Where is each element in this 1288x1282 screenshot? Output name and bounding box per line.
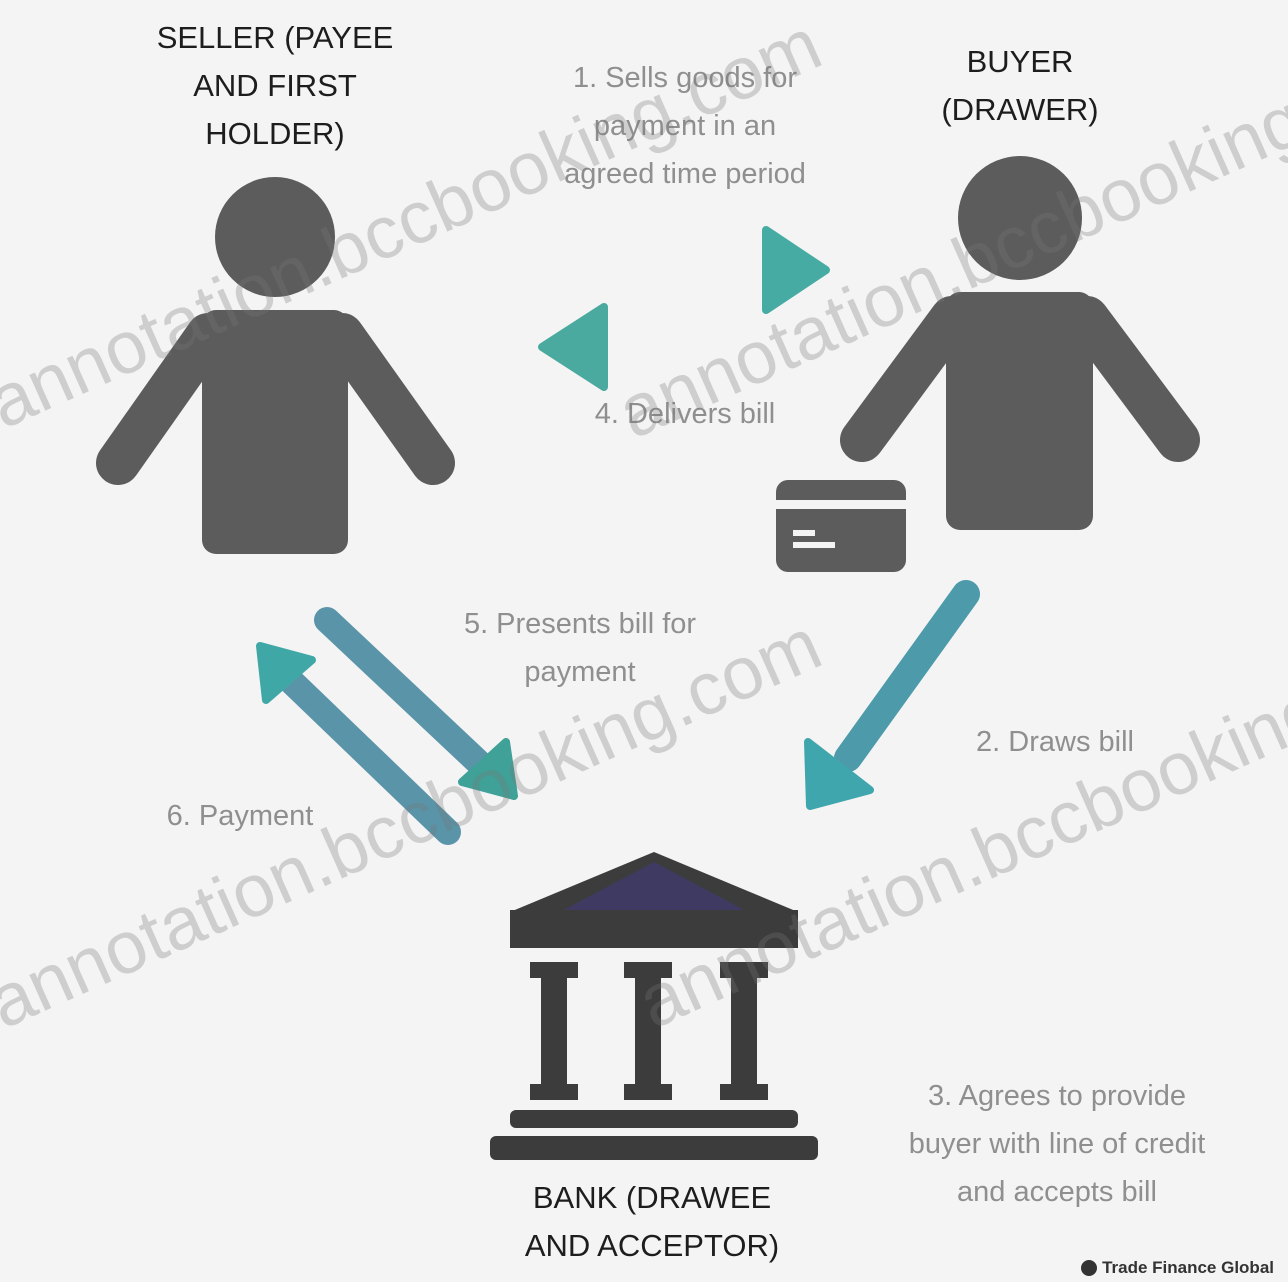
step4-label: 4. Delivers bill: [594, 398, 776, 430]
arrow-presents-bill: [314, 607, 518, 800]
step1-label: 1. Sells goods for payment in an agreed …: [564, 62, 806, 190]
buyer-label: BUYER (DRAWER): [941, 44, 1099, 127]
bank-icon: [490, 852, 818, 1160]
arrow-delivers-bill: [538, 303, 835, 391]
brand-name: Trade Finance Global: [1102, 1258, 1274, 1277]
bill-icon: [776, 480, 906, 572]
step3-label: 3. Agrees to provide buyer with line of …: [908, 1080, 1206, 1208]
arrow-draws-bill: [804, 580, 980, 810]
bank-label: BANK (DRAWEE AND ACCEPTOR): [524, 1180, 780, 1263]
seller-person-icon: [96, 177, 455, 554]
arrow-sells-goods: [535, 226, 830, 314]
arrow-payment: [256, 642, 461, 845]
step6-label: 6. Payment: [166, 800, 314, 832]
brand-logo: Trade Finance Global: [1081, 1258, 1274, 1278]
buyer-person-icon: [840, 156, 1200, 530]
step2-label: 2. Draws bill: [976, 726, 1134, 758]
seller-label: SELLER (PAYEE AND FIRST HOLDER): [156, 20, 394, 151]
step5-label: 5. Presents bill for payment: [463, 608, 697, 688]
globe-icon: [1081, 1260, 1098, 1276]
